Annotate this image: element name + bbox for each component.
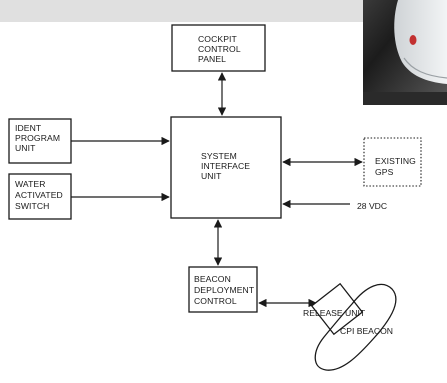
cockpit-label-2: CONTROL — [198, 44, 241, 54]
existing-gps-box: EXISTING GPS — [364, 138, 421, 186]
water-label-1: WATER — [15, 179, 46, 189]
cockpit-control-panel-box: COCKPIT CONTROL PANEL — [172, 25, 265, 71]
siu-label-1: SYSTEM — [201, 151, 237, 161]
cockpit-label-1: COCKPIT — [198, 34, 238, 44]
water-activated-switch-box: WATER ACTIVATED SWITCH — [9, 174, 71, 219]
ident-label-2: PROGRAM — [15, 133, 60, 143]
aircraft-photo — [363, 0, 447, 105]
bdc-label-3: CONTROL — [194, 296, 237, 306]
release-unit-label: RELEASE UNIT — [303, 308, 366, 318]
water-label-2: ACTIVATED — [15, 190, 63, 200]
beacon-deployment-control-box: BEACON DEPLOYMENT CONTROL — [189, 267, 257, 312]
siu-label-3: UNIT — [201, 171, 222, 181]
ident-program-unit-box: IDENT PROGRAM UNIT — [9, 119, 71, 163]
siu-label-2: INTERFACE — [201, 161, 250, 171]
ident-label-3: UNIT — [15, 143, 36, 153]
gps-label-2: GPS — [375, 167, 394, 177]
system-interface-unit-box: SYSTEM INTERFACE UNIT — [171, 117, 281, 218]
ident-label-1: IDENT — [15, 123, 42, 133]
bdc-label-2: DEPLOYMENT — [194, 285, 255, 295]
bdc-label-1: BEACON — [194, 274, 231, 284]
cpi-beacon-label: CPI BEACON — [340, 326, 393, 336]
cockpit-label-3: PANEL — [198, 54, 226, 64]
power-input-label: 28 VDC — [357, 201, 387, 211]
gps-label-1: EXISTING — [375, 156, 416, 166]
water-label-3: SWITCH — [15, 201, 50, 211]
